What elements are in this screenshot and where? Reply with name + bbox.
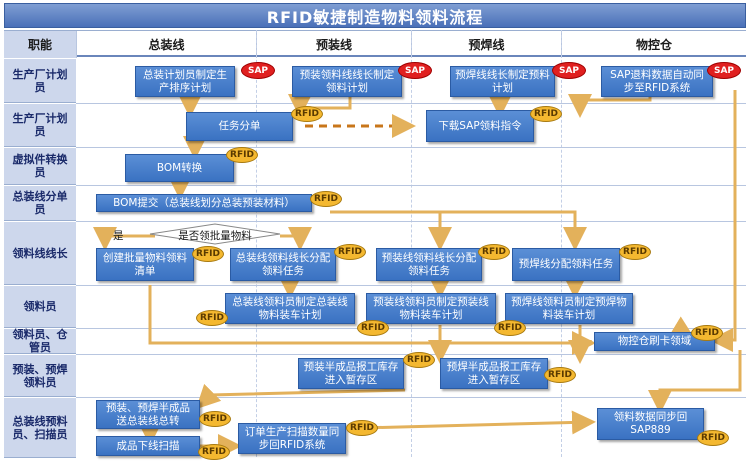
process-box: 预装领料线线长制定领料计划 bbox=[292, 66, 402, 97]
lane-label: 虚拟件转换员 bbox=[4, 148, 76, 185]
sap-tag: SAP bbox=[398, 62, 432, 79]
decision-label: 是否领批量物料 bbox=[178, 229, 252, 242]
decision-diamond bbox=[149, 223, 281, 245]
lane-label: 领料线线长 bbox=[4, 222, 76, 285]
process-box: 订单生产扫描数量同步回RFID系统 bbox=[238, 423, 346, 454]
column-divider bbox=[561, 30, 562, 457]
process-box: BOM提交（总装线划分总装预装材料） bbox=[96, 194, 312, 212]
rfid-tag: RFID bbox=[334, 244, 366, 260]
rfid-tag: RFID bbox=[199, 411, 231, 427]
rfid-tag: RFID bbox=[403, 352, 435, 368]
column-divider bbox=[256, 30, 257, 457]
header-role: 职能 bbox=[4, 31, 76, 58]
rfid-tag: RFID bbox=[310, 191, 342, 207]
process-box: 预装、预焊半成品送总装线总转 bbox=[96, 400, 200, 429]
process-box: 任务分单 bbox=[186, 112, 293, 141]
rfid-tag: RFID bbox=[691, 325, 723, 341]
lane-label: 生产厂计划员 bbox=[4, 104, 76, 147]
column-divider bbox=[411, 30, 412, 457]
lane-divider bbox=[76, 147, 746, 148]
process-box: 预焊半成品报工库存进入暂存区 bbox=[440, 358, 548, 389]
lane-label: 领料员 bbox=[4, 286, 76, 328]
rfid-tag: RFID bbox=[346, 420, 378, 436]
process-box: 预装半成品报工库存进入暂存区 bbox=[298, 358, 404, 389]
process-box: 下载SAP领料指令 bbox=[426, 110, 534, 142]
process-box: 物控仓刷卡领域 bbox=[594, 332, 715, 351]
rfid-tag: RFID bbox=[530, 106, 562, 122]
process-box: 创建批量物料领料清单 bbox=[96, 248, 194, 281]
lane-label: 领料员、仓管员 bbox=[4, 328, 76, 354]
sap-tag: SAP bbox=[707, 62, 741, 79]
rfid-tag: RFID bbox=[291, 106, 323, 122]
process-box: 成品下线扫描 bbox=[96, 436, 200, 456]
rfid-tag: RFID bbox=[357, 320, 389, 336]
lane-divider bbox=[76, 185, 746, 186]
process-box: 预装线领料员制定预装线物料装车计划 bbox=[366, 293, 496, 324]
lane-label: 生产厂计划员 bbox=[4, 59, 76, 103]
process-box: 预焊线分配领料任务 bbox=[512, 248, 620, 281]
rfid-tag: RFID bbox=[226, 147, 258, 163]
process-box: BOM转换 bbox=[125, 154, 234, 182]
sap-tag: SAP bbox=[552, 62, 586, 79]
process-box: 预焊线线长制定预料计划 bbox=[450, 66, 555, 97]
lane-label: 总装线分单员 bbox=[4, 186, 76, 221]
lane-label: 预装、预焊领料员 bbox=[4, 355, 76, 397]
sap-tag: SAP bbox=[241, 62, 275, 79]
rfid-tag: RFID bbox=[494, 320, 526, 336]
process-box: SAP退料数据自动同步至RFID系统 bbox=[601, 66, 713, 97]
rfid-tag: RFID bbox=[544, 367, 576, 383]
lane-divider bbox=[76, 397, 746, 398]
process-box: 预焊线领料员制定预焊物料装车计划 bbox=[505, 293, 633, 324]
header-col-assembly: 总装线 bbox=[76, 31, 256, 58]
rfid-tag: RFID bbox=[697, 430, 729, 446]
rfid-tag: RFID bbox=[196, 310, 228, 326]
chart-title: RFID敏捷制造物料领料流程 bbox=[4, 3, 746, 28]
rfid-tag: RFID bbox=[192, 246, 224, 262]
lane-divider bbox=[76, 328, 746, 329]
process-box: 预装线领料线长分配领料任务 bbox=[376, 248, 482, 281]
process-box: 领料数据同步回SAP889 bbox=[597, 408, 704, 440]
lane-divider bbox=[76, 103, 746, 104]
lane-divider bbox=[76, 285, 746, 286]
yes-label: 是 bbox=[113, 230, 124, 242]
process-box: 总装线领料员制定总装线物料装车计划 bbox=[225, 293, 355, 324]
rfid-tag: RFID bbox=[619, 244, 651, 260]
rfid-tag: RFID bbox=[198, 444, 230, 460]
process-box: 总装线领料线长分配领料任务 bbox=[230, 248, 336, 281]
rfid-tag: RFID bbox=[478, 244, 510, 260]
lane-divider bbox=[76, 221, 746, 222]
lane-label: 总装线预料员、扫描员 bbox=[4, 398, 76, 458]
process-box: 总装计划员制定生产排序计划 bbox=[135, 66, 235, 97]
